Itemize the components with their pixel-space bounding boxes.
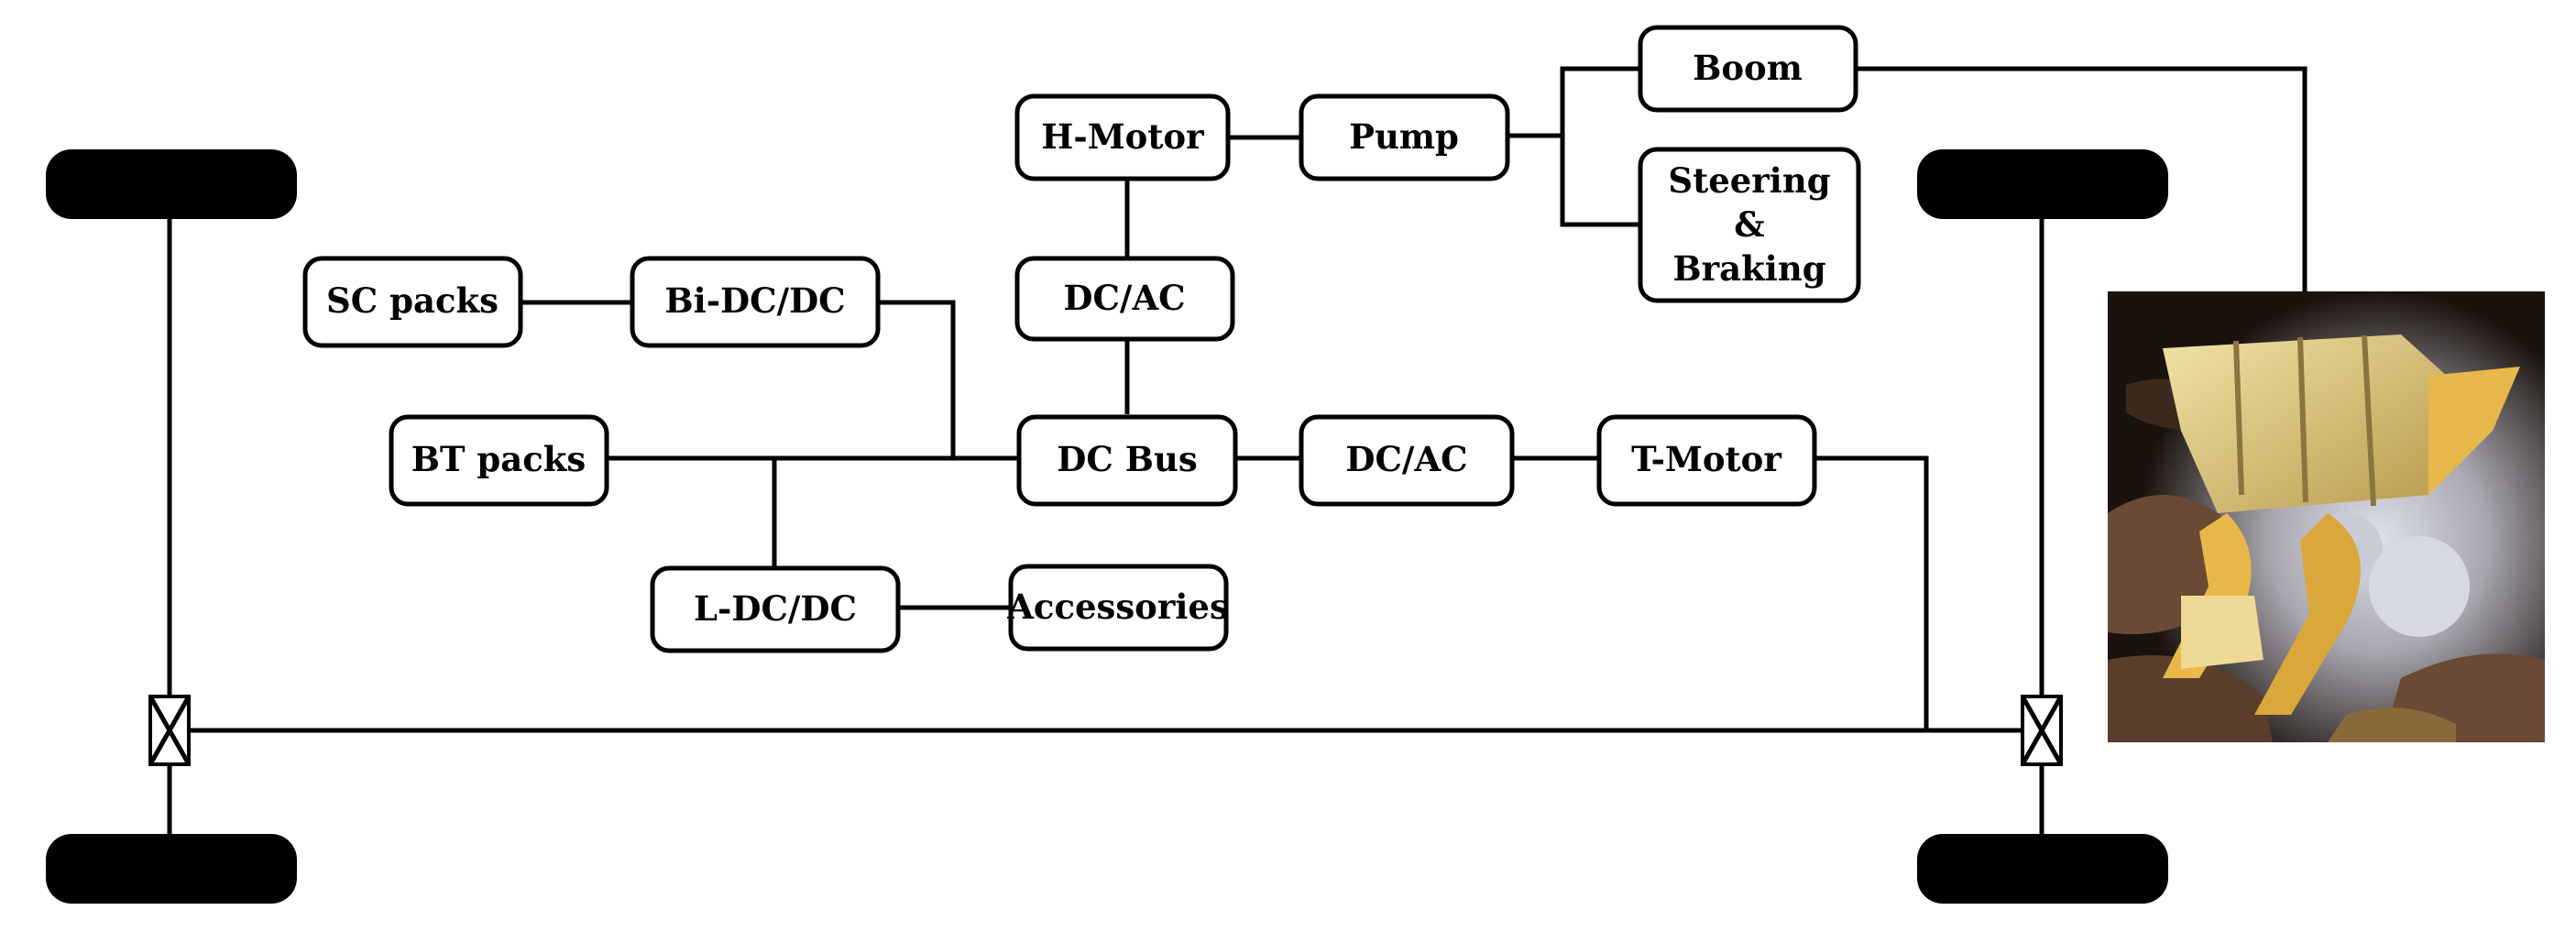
pump-block: Pump (1299, 93, 1510, 181)
boom-block: Boom (1638, 25, 1858, 113)
drive-axle (167, 215, 2044, 836)
sc-packs-label: SC packs (326, 280, 499, 321)
accessories-block: Accessories (1006, 564, 1229, 652)
dc-ac-upper-label: DC/AC (1063, 278, 1185, 318)
loader-photo (2108, 291, 2545, 742)
bi-dcdc-label: Bi-DC/DC (664, 280, 845, 321)
connection-lines (521, 66, 2307, 730)
bt-packs-block: BT packs (389, 414, 609, 507)
h-motor-block: H-Motor (1014, 93, 1231, 181)
wheel-front-right (1917, 149, 2168, 219)
braking-label: Braking (1672, 248, 1825, 289)
dc-bus-label: DC Bus (1057, 439, 1197, 479)
wheel-rear-left (46, 834, 297, 904)
dc-ac-middle-block: DC/AC (1299, 414, 1515, 507)
differential-left (148, 695, 192, 766)
boom-label: Boom (1693, 48, 1803, 88)
t-motor-label: T-Motor (1631, 439, 1781, 479)
dc-ac-upper-block: DC/AC (1014, 256, 1235, 342)
sc-packs-block: SC packs (302, 256, 523, 348)
accessories-label: Accessories (1006, 587, 1229, 627)
wheel-front-left (46, 149, 297, 219)
dc-bus-block: DC Bus (1016, 414, 1238, 507)
steering-braking-block: Steering & Braking (1638, 147, 1861, 303)
bi-dcdc-block: Bi-DC/DC (630, 256, 881, 348)
differential-right (2020, 695, 2064, 766)
bt-packs-label: BT packs (411, 439, 586, 479)
l-dcdc-block: L-DC/DC (650, 565, 901, 653)
ampersand-label: & (1734, 204, 1764, 245)
steering-label: Steering (1668, 160, 1830, 201)
wheel-rear-right (1917, 834, 2168, 904)
h-motor-label: H-Motor (1041, 116, 1204, 157)
l-dcdc-label: L-DC/DC (694, 588, 857, 629)
pump-label: Pump (1349, 116, 1459, 157)
dc-ac-middle-label: DC/AC (1345, 439, 1467, 479)
t-motor-block: T-Motor (1596, 414, 1817, 507)
